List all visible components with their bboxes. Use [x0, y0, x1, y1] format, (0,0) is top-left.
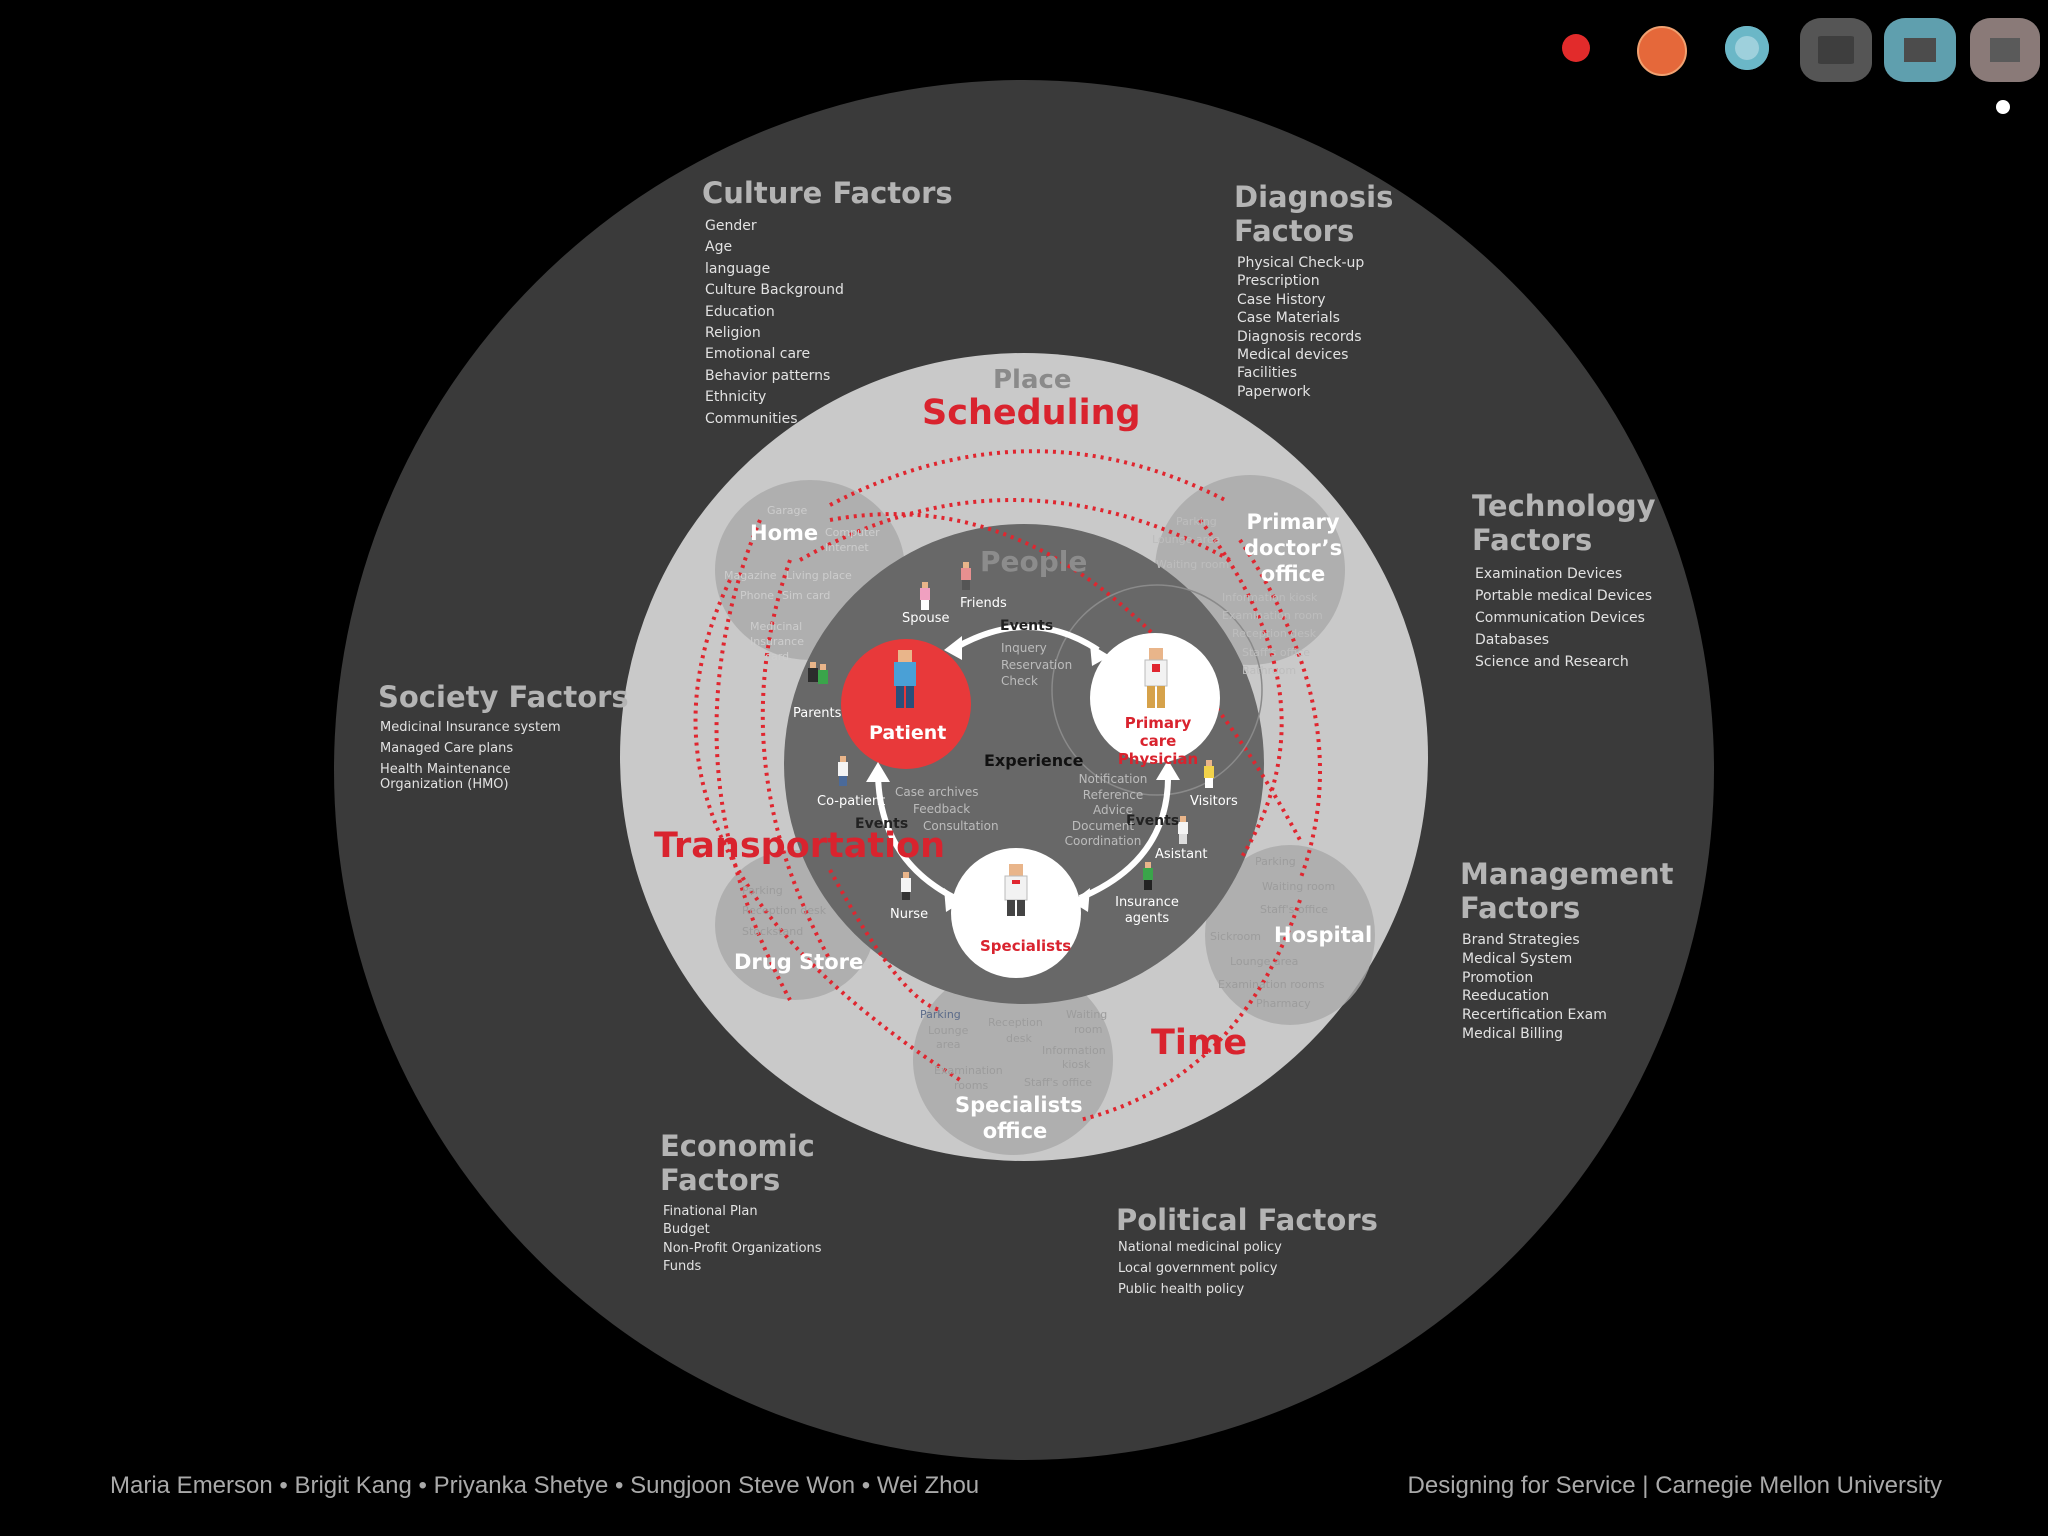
- role-co-patient: Co-patient: [817, 794, 886, 809]
- experience-label: Experience: [984, 751, 1084, 770]
- place-label: Place: [993, 365, 1072, 395]
- physician-halo: [1051, 584, 1263, 796]
- diagnosis-factors-title: Diagnosis Factors: [1234, 180, 1394, 248]
- slide-thumbnail-1[interactable]: [1562, 34, 1590, 62]
- culture-factors: Culture Factors Gender Age language Cult…: [702, 176, 953, 430]
- arrow-patient-specialists: [875, 774, 957, 901]
- parents-figure: [808, 662, 828, 684]
- events-label-left: Events: [855, 816, 909, 832]
- transportation-label: Transportation: [654, 826, 946, 866]
- arrowhead-right-up: [1156, 760, 1180, 780]
- society-factors-title: Society Factors: [378, 680, 629, 714]
- arrowhead-left-up: [866, 762, 890, 782]
- arrowhead-right-top: [1090, 644, 1110, 666]
- role-assistant: Asistant: [1155, 847, 1208, 862]
- interaction-arrows: [875, 624, 1172, 901]
- patient-figure: [894, 650, 916, 708]
- time-path-right-2: [1198, 518, 1284, 862]
- patient-to-specialist-path: [828, 869, 941, 1012]
- arrow-patient-physician: [953, 624, 1100, 653]
- co-patient-figure: [838, 756, 848, 786]
- home-to-primary-path: [829, 512, 1302, 841]
- course-credit: Designing for Service | Carnegie Mellon …: [1407, 1472, 1942, 1499]
- physician-figure: [1144, 648, 1168, 708]
- technology-factors: Technology Factors Examination Devices P…: [1472, 489, 1656, 673]
- insurance-figure: [1143, 862, 1153, 890]
- diagnosis-factors-list: Physical Check-up Prescription Case Hist…: [1237, 255, 1365, 400]
- economic-factors: Economic Factors Finational Plan Budget …: [660, 1129, 822, 1277]
- specialists-office-label: Specialists office: [955, 1093, 1083, 1143]
- slide-thumbnail-3[interactable]: [1725, 26, 1769, 70]
- friends-figure: [961, 562, 971, 590]
- arrowhead-left-down: [944, 888, 962, 912]
- patient-label: Patient: [869, 722, 947, 744]
- scheduling-path-inner: [799, 498, 1231, 562]
- transportation-path-left-inner: [760, 559, 832, 961]
- culture-factors-title: Culture Factors: [702, 176, 953, 210]
- economic-factors-title: Economic Factors: [660, 1129, 815, 1197]
- slide-thumbnail-6[interactable]: [1970, 18, 2040, 82]
- scheduling-label: Scheduling: [922, 393, 1141, 433]
- hospital-label: Hospital: [1274, 923, 1373, 947]
- home-label: Home: [750, 521, 819, 545]
- role-nurse: Nurse: [890, 907, 929, 922]
- arrowhead-right-down: [1072, 888, 1090, 912]
- role-visitors: Visitors: [1190, 794, 1238, 809]
- transportation-path-outer: [693, 579, 962, 1082]
- slide-thumbnail-2[interactable]: [1637, 26, 1687, 76]
- political-factors-title: Political Factors: [1116, 1203, 1378, 1237]
- specialists-circle: [951, 848, 1081, 978]
- role-insurance: Insurance agents: [1115, 895, 1179, 926]
- role-spouse: Spouse: [902, 611, 950, 626]
- time-path-bottom: [1079, 899, 1302, 1122]
- technology-factors-list: Examination Devices Portable medical Dev…: [1475, 566, 1652, 670]
- arrowhead-left-top: [944, 636, 962, 660]
- arrowheads: [866, 636, 1180, 912]
- specialists-office-blob: [913, 965, 1113, 1155]
- slide-navigator: [1550, 18, 2040, 138]
- economic-factors-list: Finational Plan Budget Non-Profit Organi…: [663, 1204, 822, 1275]
- visitors-figure: [1204, 760, 1214, 788]
- events-list-left: Case archives Feedback Consultation: [895, 785, 999, 833]
- culture-factors-list: Gender Age language Culture Background E…: [705, 218, 844, 427]
- management-factors-title: Management Factors: [1460, 857, 1674, 925]
- slide-thumbnail-4[interactable]: [1800, 18, 1872, 82]
- people-label: People: [980, 545, 1088, 578]
- specialist-figure: [1004, 864, 1028, 916]
- arrow-physician-specialists: [1078, 772, 1172, 901]
- events-label-top: Events: [1000, 618, 1054, 634]
- diagnosis-factors: Diagnosis Factors Physical Check-up Pres…: [1234, 180, 1393, 401]
- primary-office-label: Primary doctor’s office: [1244, 510, 1343, 586]
- current-slide-indicator: [1996, 100, 2010, 114]
- physician-label: Primary care Physician: [1117, 714, 1199, 768]
- management-factors-list: Brand Strategies Medical System Promotio…: [1462, 932, 1607, 1042]
- role-parents: Parents: [793, 706, 842, 721]
- society-factors-list: Medicinal Insurance system Managed Care …: [380, 720, 561, 792]
- political-factors-list: National medicinal policy Local governme…: [1118, 1240, 1282, 1297]
- political-factors: Political Factors National medicinal pol…: [1116, 1203, 1378, 1300]
- management-factors: Management Factors Brand Strategies Medi…: [1460, 857, 1673, 1044]
- small-people-figures: [808, 562, 1214, 900]
- technology-factors-title: Technology Factors: [1472, 489, 1656, 557]
- nurse-figure: [901, 872, 911, 900]
- events-list-top: Inquery Reservation Check: [1001, 641, 1073, 688]
- authors-credit: Maria Emerson • Brigit Kang • Priyanka S…: [110, 1472, 980, 1499]
- red-dotted-paths: [693, 449, 1322, 1122]
- assistant-figure: [1178, 816, 1188, 844]
- specialists-label: Specialists: [980, 937, 1072, 955]
- events-list-right: Notification Reference Advice Document C…: [1064, 772, 1148, 848]
- spouse-figure: [920, 582, 930, 610]
- time-path-right: [1238, 538, 1322, 881]
- society-factors: Society Factors Medicinal Insurance syst…: [378, 680, 629, 792]
- hospital-blob: [1205, 845, 1375, 1025]
- events-label-right: Events: [1126, 813, 1180, 829]
- time-label: Time: [1151, 1023, 1248, 1063]
- role-friends: Friends: [960, 596, 1007, 611]
- transportation-path-left: [714, 519, 792, 1001]
- drug-store-label: Drug Store: [734, 950, 864, 974]
- slide-thumbnail-5[interactable]: [1884, 18, 1956, 82]
- scheduling-path: [829, 449, 1226, 507]
